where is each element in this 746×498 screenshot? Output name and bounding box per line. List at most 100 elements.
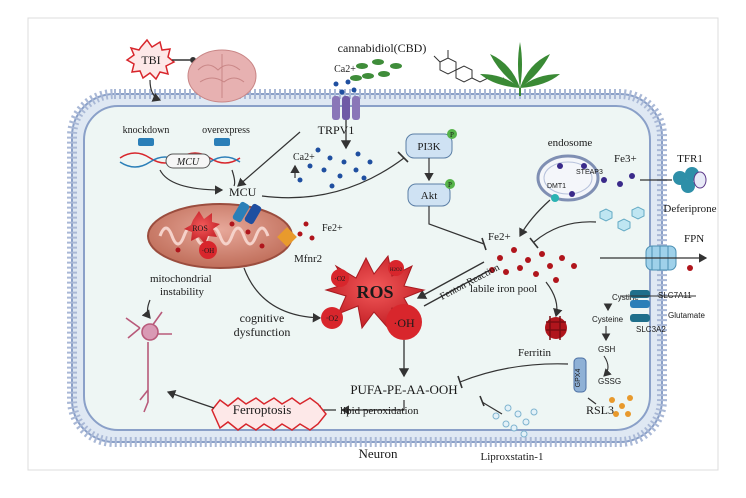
h2o2-circle (388, 260, 404, 276)
scissors-icon-left (138, 138, 154, 146)
cannabis-leaf-icon (480, 42, 560, 96)
gssg-label: GSSG (598, 377, 621, 386)
ferroptosis-label: Ferroptosis (233, 402, 292, 417)
liproxstatin-bar (479, 395, 485, 407)
dmt1-label: DMT1 (547, 183, 566, 190)
gene-to-mcu-arrow (159, 169, 224, 195)
pi3k-label: PI3K (417, 141, 440, 153)
gsh-label: GSH (598, 345, 616, 354)
gpx4-label: GPX4 (575, 369, 582, 388)
ros-small-label: ROS (192, 224, 208, 233)
labile-iron-dots (489, 247, 577, 283)
mfnr2-protein[interactable] (277, 227, 297, 247)
mcu-gene-box (165, 153, 211, 169)
fe2-mito-dots (297, 221, 315, 241)
o2-a-label: ·O2 (335, 275, 346, 283)
neuron-illustration (125, 311, 172, 413)
ca-inside-label: Ca2+ (293, 152, 315, 163)
gpx4-enzyme[interactable] (573, 357, 587, 393)
akt-phospho-badge (445, 179, 455, 189)
trpv1-channel[interactable] (332, 96, 360, 120)
fpn-label: FPN (684, 233, 704, 245)
o2-b-label: ·O2 (326, 314, 338, 323)
trpv1-to-mcu-arrow (237, 131, 301, 187)
tbi-badge: TBI (125, 38, 176, 81)
ca-ions-inside (297, 147, 373, 189)
deferiprone-label: Deferiprone (663, 203, 716, 215)
deferiprone-bar (529, 237, 539, 249)
akt-iron-bar (481, 237, 487, 251)
mito-to-ros-arrow (243, 267, 322, 323)
oh-big-label: ·OH (393, 316, 415, 330)
labile-iron-label: labile iron pool (470, 283, 537, 295)
mcu-gene-label: MCU (176, 157, 200, 168)
overexpress-label: overexpress (202, 125, 250, 136)
pi3k-phospho-badge (447, 129, 457, 139)
glutamate-label: Glutamate (668, 311, 705, 320)
endosome-label: endosome (548, 137, 593, 149)
ferritin-label: Ferritin (518, 347, 551, 359)
lipid-perox-label: lipid peroxidation (340, 405, 419, 417)
fe2-mito-label: Fe2+ (322, 223, 343, 234)
rsl3-label: RSL3 (586, 403, 614, 417)
pi3k-p-label: P (450, 131, 454, 139)
fe3-label: Fe3+ (614, 153, 637, 165)
slc3a2-label: SLC3A2 (636, 325, 666, 334)
tfr1-receptor[interactable] (673, 167, 707, 193)
gpx4-pufa-bar (457, 375, 463, 389)
trpv1-label: TRPV1 (318, 123, 355, 137)
instability-arrow (141, 299, 151, 319)
cognitive-label-1: cognitive (240, 311, 285, 325)
mcu-inhibits-pi3k (261, 157, 405, 199)
gsh-to-gssg-arrow (603, 355, 612, 377)
pufa-to-lipid-arrow (340, 400, 405, 415)
o2-b-circle (321, 307, 343, 329)
endosome-release-arrow (519, 199, 551, 238)
akt-inhibits-iron (428, 206, 485, 245)
ferroptosis-badge: Ferroptosis (211, 397, 327, 431)
deferiprone-inhibits (533, 221, 597, 243)
fe3-ions (601, 173, 635, 187)
ca-ions-outside (333, 79, 357, 95)
endosome-vesicle (536, 154, 600, 202)
akt-p-label: P (448, 181, 452, 189)
ferroptosis-to-cognitive-arrow (166, 389, 215, 409)
cbd-label: cannabidiol(CBD) (338, 41, 427, 55)
iron-to-ferritin-arrow (545, 281, 563, 318)
steap3-label: STEAP3 (576, 169, 603, 176)
akt-label: Akt (421, 190, 438, 202)
fe2-center-label: Fe2+ (488, 231, 511, 243)
ros-mito-burst: ROS (184, 211, 220, 244)
mcu-channel[interactable] (232, 201, 263, 225)
cystine-label: Cystine (612, 293, 639, 302)
brain-illustration (187, 49, 257, 103)
mito-iron-dots (175, 221, 265, 253)
dmt1-transporter (551, 194, 559, 202)
mcu-label: MCU (229, 185, 257, 199)
ros-big-label: ROS (356, 282, 393, 302)
neuron-label: Neuron (359, 446, 398, 461)
endosome-iron-dots (557, 163, 587, 197)
knockdown-label: knockdown (123, 125, 170, 136)
pufa-label: PUFA-PE-AA-OOH (350, 382, 457, 397)
cysteine-label: Cysteine (592, 315, 624, 324)
slc3a2-transporter[interactable] (630, 314, 650, 322)
oh-big-circle (386, 304, 422, 340)
mito-instability-label-1: mitochondrial (150, 273, 212, 285)
mito-instability-label-2: instability (160, 286, 205, 298)
ca-outside-label: Ca2+ (334, 64, 356, 75)
fenton-arrow-b (423, 269, 491, 307)
cbd-pills (350, 59, 402, 81)
liproxstatin-circles (492, 404, 538, 438)
liproxstatin-label: Liproxstatin-1 (481, 451, 544, 463)
mcu-pi3k-bar (397, 151, 409, 163)
gpx4-inhibits-pufa (459, 363, 569, 383)
tfr1-label: TFR1 (677, 153, 703, 165)
scissors-icon-right (214, 138, 230, 146)
fpn-iron-out (687, 265, 693, 271)
liproxstatin-inhibits (481, 401, 503, 415)
rsl3-inhibits-gpx4 (587, 397, 597, 405)
rsl3-dots (609, 395, 633, 417)
overexpress-to-mcu-line (231, 169, 236, 187)
